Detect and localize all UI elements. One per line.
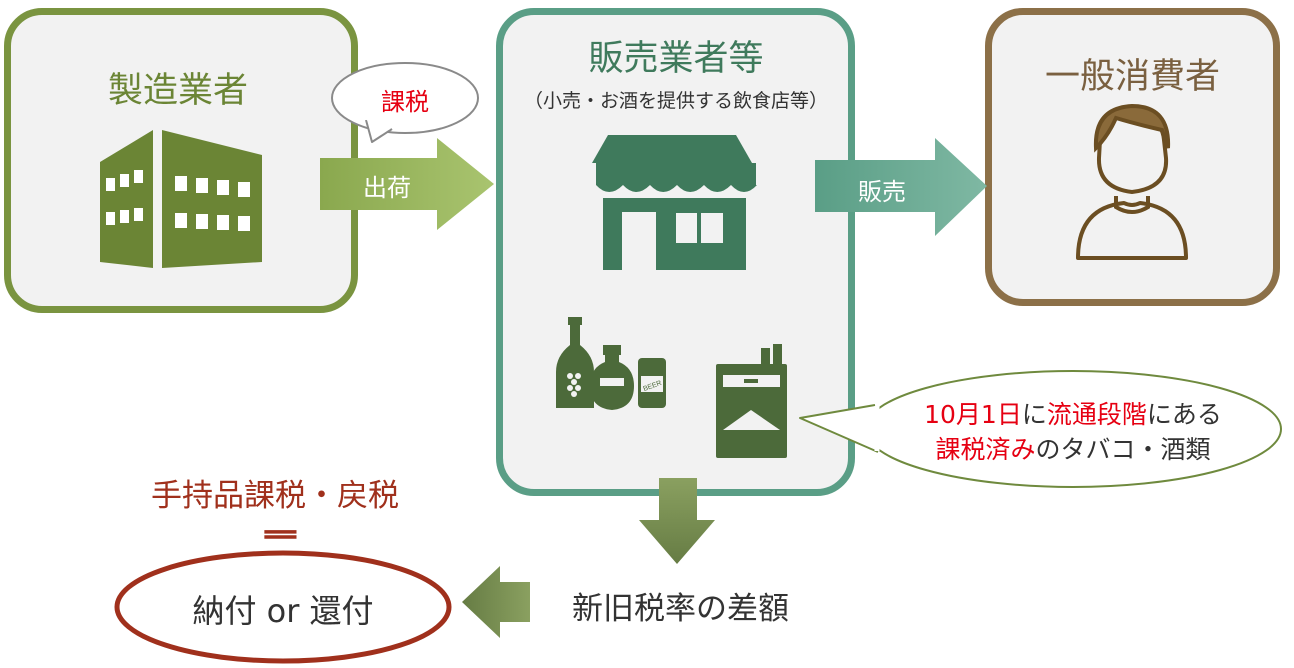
person-icon xyxy=(1076,103,1188,260)
tax-bubble-label: 課税 xyxy=(381,88,429,116)
manufacturer-title: 製造業者 xyxy=(107,71,248,111)
cigarette-pack-icon xyxy=(716,344,787,458)
difference-label: 新旧税率の差額 xyxy=(572,591,789,627)
note-items: のタバコ・酒類 xyxy=(1035,435,1211,464)
liquor-bottles-icon: BEER xyxy=(556,317,666,410)
factory-icon xyxy=(100,130,262,268)
equals-sign: ‖ xyxy=(264,526,302,542)
sell-arrow xyxy=(815,138,987,236)
note-bubble-shape xyxy=(799,370,1282,488)
shop-icon xyxy=(592,135,757,270)
result-top-label: 手持品課税・戻税 xyxy=(151,478,399,514)
seller-subtitle: （小売・お酒を提供する飲食店等） xyxy=(523,90,828,112)
note-line-1: 10月1日に流通段階にある xyxy=(868,395,1278,431)
ship-label: 出荷 xyxy=(363,174,411,202)
down-arrow xyxy=(639,478,715,564)
tax-bubble-shape xyxy=(331,62,479,143)
seller-title: 販売業者等 xyxy=(588,39,764,79)
note-date: 10月1日 xyxy=(924,400,1022,429)
note-particle-ni: に xyxy=(1021,400,1047,429)
result-oval-label: 納付 or 還付 xyxy=(192,592,374,630)
note-distribution: 流通段階 xyxy=(1046,400,1147,429)
note-aru: にある xyxy=(1146,400,1222,429)
sell-label: 販売 xyxy=(858,178,906,206)
note-line-2: 課税済みのタバコ・酒類 xyxy=(868,430,1278,466)
consumer-title: 一般消費者 xyxy=(1044,57,1220,97)
ship-arrow xyxy=(320,138,494,230)
left-arrow xyxy=(462,566,530,638)
result-oval xyxy=(114,550,452,664)
note-taxed: 課税済み xyxy=(935,435,1036,464)
